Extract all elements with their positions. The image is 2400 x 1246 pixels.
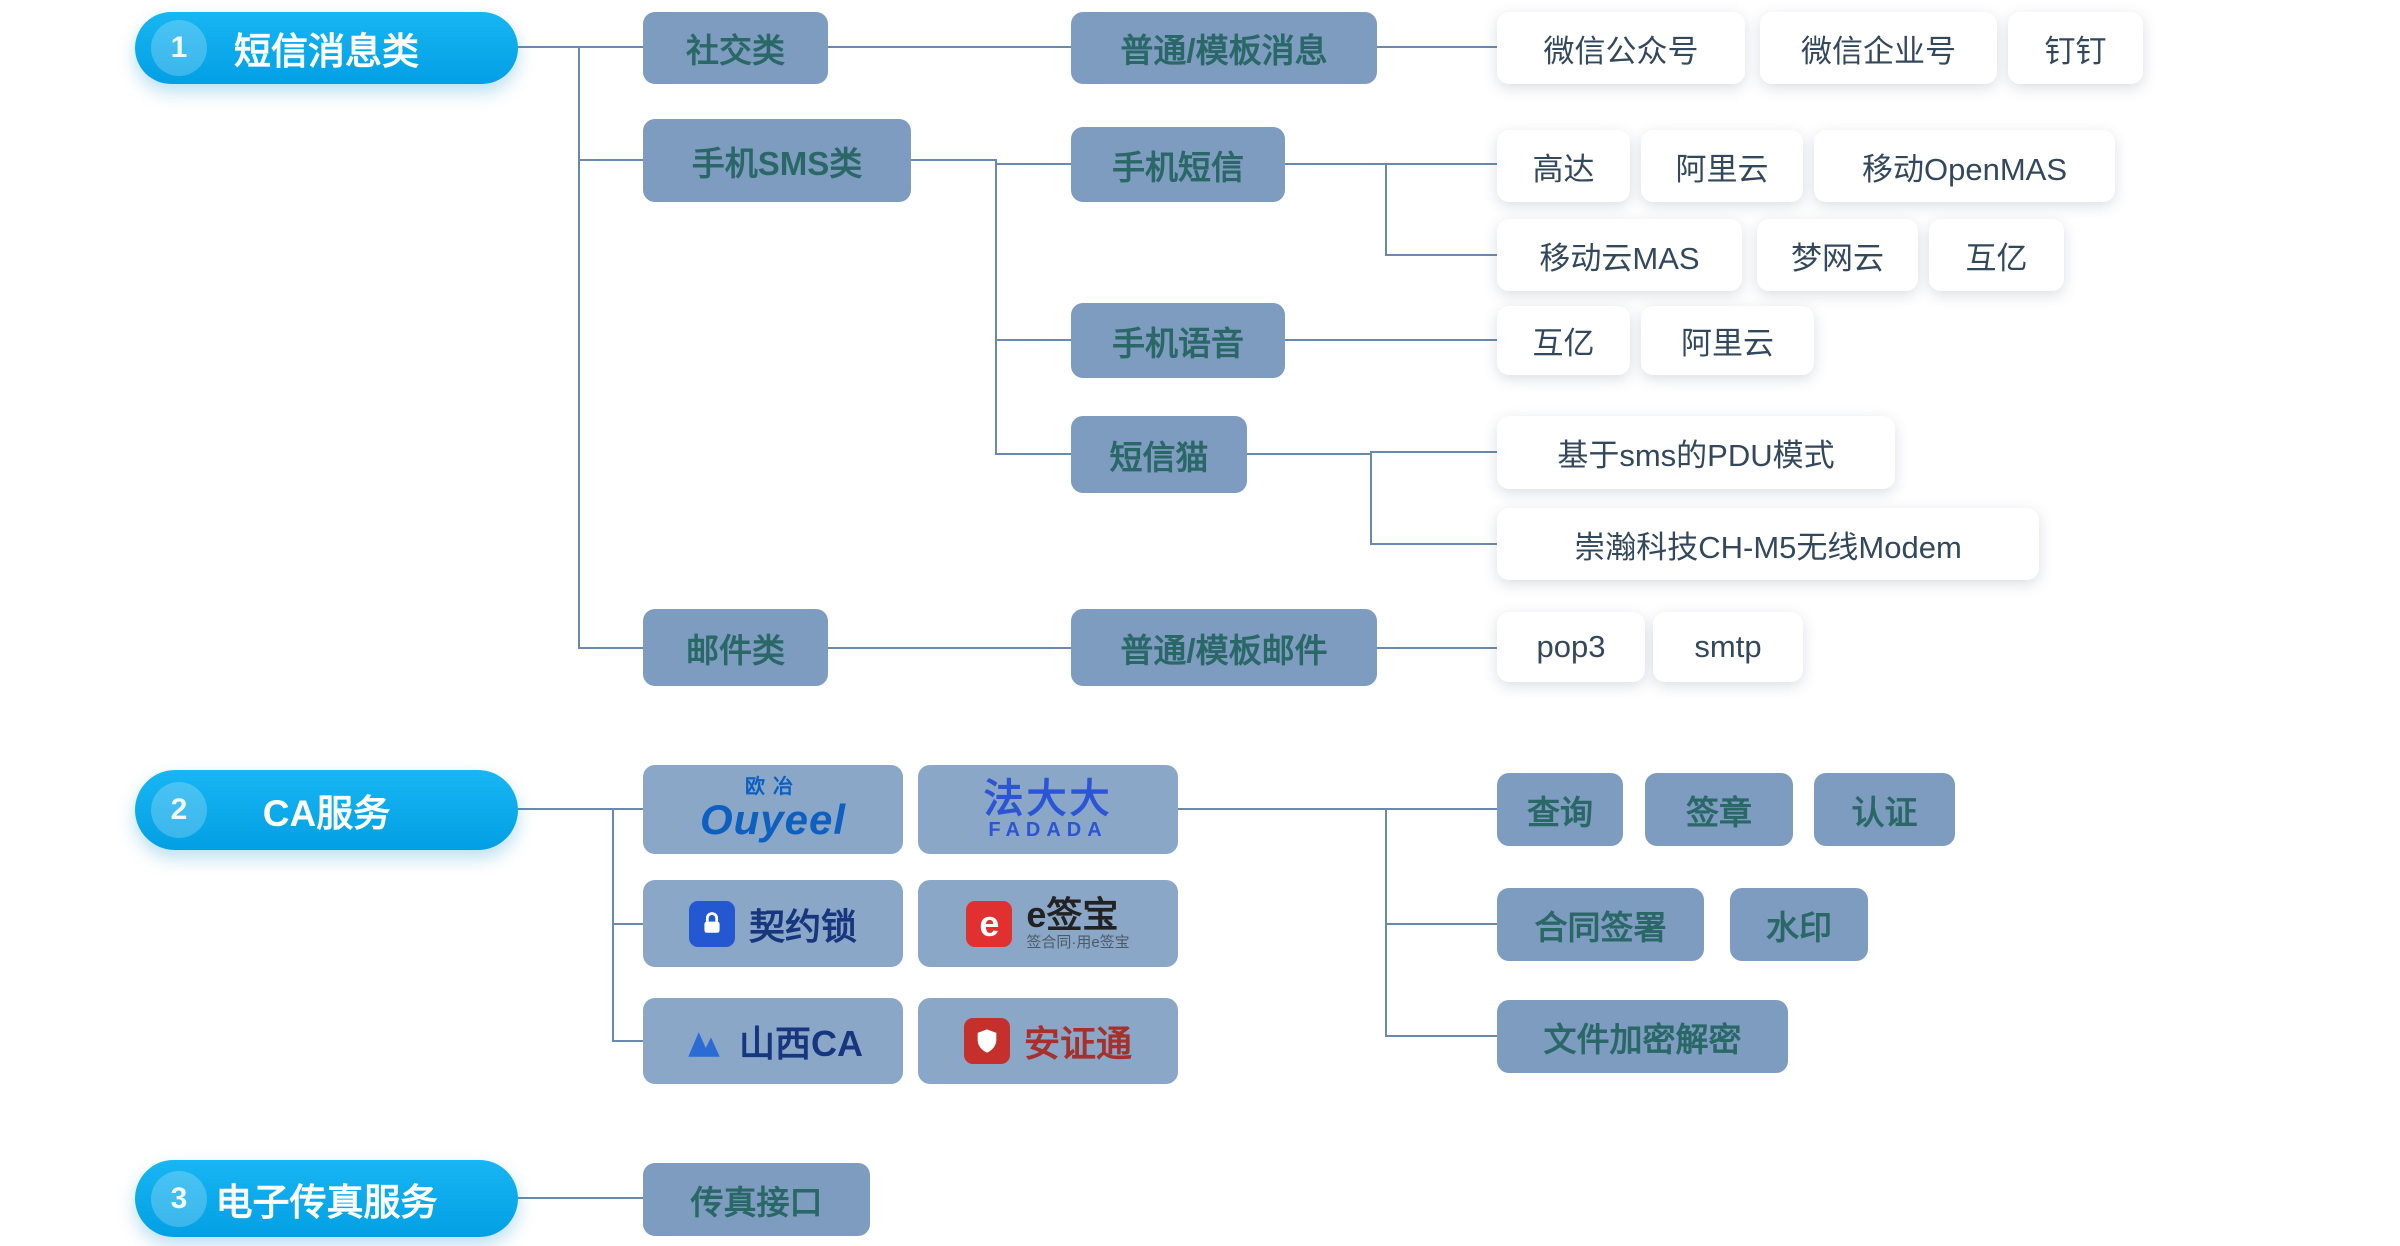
- connector-line: [995, 163, 1071, 165]
- leaf-huyi-voice: 互亿: [1497, 306, 1630, 375]
- shanxi-ca-mountain-icon: [683, 1020, 725, 1062]
- logo-qiyuesuo: 契约锁: [643, 880, 903, 967]
- connector-line: [995, 159, 997, 455]
- connector-line: [612, 808, 614, 1042]
- section-pill-sms: 1 短信消息类: [135, 12, 518, 84]
- connector-line: [1385, 1035, 1497, 1037]
- connector-line: [1370, 543, 1497, 545]
- node-social-category: 社交类: [643, 12, 828, 84]
- node-ca-authentication: 认证: [1814, 773, 1955, 846]
- logo-esign: e e签宝 签合同·用e签宝: [918, 880, 1178, 967]
- fadada-cn-label: 法大大: [983, 777, 1113, 821]
- section-title: 短信消息类: [234, 31, 419, 72]
- connector-line: [518, 808, 643, 810]
- leaf-mobile-openmas: 移动OpenMAS: [1814, 130, 2115, 202]
- connector-line: [911, 159, 995, 161]
- qiyuesuo-lock-icon: [688, 900, 735, 947]
- logo-shanxi-ca: 山西CA: [643, 998, 903, 1084]
- connector-line: [1370, 451, 1497, 453]
- connector-line: [1385, 923, 1497, 925]
- leaf-mengwang-cloud: 梦网云: [1757, 219, 1918, 291]
- connector-line: [1370, 451, 1372, 545]
- logo-anzhengtong: 安证通: [918, 998, 1178, 1084]
- connector-line: [1247, 453, 1370, 455]
- connector-line: [995, 339, 1071, 341]
- leaf-wechat-enterprise: 微信企业号: [1760, 12, 1997, 84]
- fadada-en-label: FADADA: [988, 819, 1108, 841]
- connector-line: [1385, 808, 1497, 810]
- leaf-sms-pdu-mode: 基于sms的PDU模式: [1497, 416, 1895, 489]
- ouyeel-en-label: Ouyeel: [699, 795, 847, 843]
- node-template-mail: 普通/模板邮件: [1071, 609, 1377, 686]
- node-ca-seal: 签章: [1645, 773, 1793, 846]
- connector-line: [1178, 808, 1385, 810]
- section-title: CA服务: [262, 793, 391, 834]
- esign-wordmark: e签宝 签合同·用e签宝: [1026, 895, 1129, 951]
- connector-line: [578, 46, 580, 648]
- logo-fadada: 法大大 FADADA: [918, 765, 1178, 854]
- node-mobile-voice: 手机语音: [1071, 303, 1285, 378]
- connector-line: [578, 647, 643, 649]
- node-ca-query: 查询: [1497, 773, 1623, 846]
- connector-line: [1377, 647, 1497, 649]
- connector-line: [612, 923, 643, 925]
- section-pill-fax: 3 电子传真服务: [135, 1160, 518, 1237]
- section-pill-ca: 2 CA服务: [135, 770, 518, 850]
- node-mobile-sms: 手机短信: [1071, 127, 1285, 202]
- node-sms-modem: 短信猫: [1071, 416, 1247, 493]
- ouyeel-wordmark: 欧冶 Ouyeel: [699, 775, 847, 843]
- section-number-badge: 2: [151, 782, 207, 838]
- node-ca-file-encryption: 文件加密解密: [1497, 1000, 1788, 1073]
- node-template-message: 普通/模板消息: [1071, 12, 1377, 84]
- anzhengtong-shield-icon: [963, 1018, 1010, 1064]
- connector-line: [828, 647, 1071, 649]
- qiyuesuo-label: 契约锁: [748, 905, 857, 947]
- fadada-wordmark: 法大大 FADADA: [984, 778, 1113, 841]
- node-ca-contract-signing: 合同签署: [1497, 888, 1704, 961]
- leaf-dingtalk: 钉钉: [2008, 12, 2143, 84]
- connector-line: [1285, 339, 1497, 341]
- connector-line: [828, 46, 1071, 48]
- connector-line: [1385, 808, 1387, 1037]
- connector-line: [518, 46, 643, 48]
- shanxi-ca-label: 山西CA: [739, 1023, 863, 1064]
- leaf-pop3: pop3: [1497, 612, 1645, 682]
- connector-line: [995, 453, 1071, 455]
- leaf-mobile-cloud-mas: 移动云MAS: [1497, 219, 1742, 291]
- section-title: 电子传真服务: [215, 1181, 438, 1223]
- leaf-aliyun-voice: 阿里云: [1641, 306, 1814, 375]
- node-fax-interface: 传真接口: [643, 1163, 870, 1236]
- connector-line: [518, 1197, 643, 1199]
- node-mobile-sms-category: 手机SMS类: [643, 119, 911, 202]
- leaf-wechat-official: 微信公众号: [1497, 12, 1745, 84]
- connector-line: [612, 1040, 643, 1042]
- connector-line: [1285, 163, 1497, 165]
- leaf-smtp: smtp: [1653, 612, 1803, 682]
- leaf-chm5-wireless-modem: 崇瀚科技CH-M5无线Modem: [1497, 508, 2039, 580]
- logo-ouyeel: 欧冶 Ouyeel: [643, 765, 903, 854]
- connector-line: [1385, 254, 1497, 256]
- leaf-aliyun-sms: 阿里云: [1641, 130, 1803, 202]
- esign-label: e签宝: [1026, 894, 1119, 936]
- connector-line: [1377, 46, 1497, 48]
- connector-line: [578, 159, 643, 161]
- anzhengtong-label: 安证通: [1023, 1023, 1132, 1064]
- ouyeel-cn-label: 欧冶: [744, 775, 801, 798]
- connector-line: [1385, 163, 1387, 256]
- node-ca-watermark: 水印: [1730, 888, 1868, 961]
- section-number-badge: 3: [151, 1170, 207, 1227]
- section-number-badge: 1: [151, 20, 207, 76]
- esign-e-icon: e: [966, 900, 1013, 947]
- esign-tagline: 签合同·用e签宝: [1026, 934, 1130, 952]
- leaf-huyi: 互亿: [1929, 219, 2064, 291]
- node-mail-category: 邮件类: [643, 609, 828, 686]
- leaf-gaoda: 高达: [1497, 130, 1630, 202]
